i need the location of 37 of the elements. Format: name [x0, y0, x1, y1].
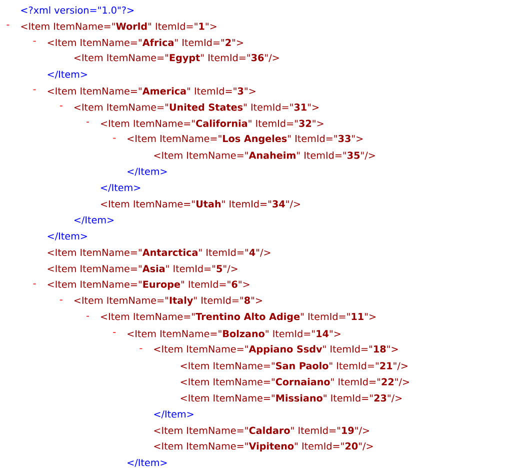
code-line: <Item ItemName="Africa" ItemId="2">: [48, 38, 243, 46]
code-line: <Item ItemName="San Paolo" ItemId="21"/>: [180, 362, 408, 370]
code-line: </Item>: [74, 216, 114, 224]
collapse-marker: -: [140, 348, 142, 350]
code-line: <Item ItemName="Caldaro" ItemId="19"/>: [154, 426, 369, 435]
collapse-marker: -: [33, 40, 36, 42]
code-line: <Item ItemName="World" ItemId="1">: [21, 22, 216, 30]
code-line: </Item>: [101, 184, 140, 192]
collapse-marker: -: [113, 332, 116, 333]
code-line: <Item ItemName="Italy" ItemId="8">: [74, 296, 262, 306]
code-line: <Item ItemName="Appiano Ssdv" ItemId="18">: [154, 345, 398, 354]
code-line: <Item ItemName="Bolzano" ItemId="14">: [128, 330, 340, 338]
collapse-marker: -: [86, 316, 89, 317]
code-line: <Item ItemName="United States" ItemId="31">: [74, 103, 318, 111]
code-line: <Item ItemName="America" ItemId="3">: [48, 87, 256, 95]
code-line: <Item ItemName="Cornaiano" ItemId="22"/>: [180, 378, 409, 386]
code-line: </Item>: [48, 232, 87, 240]
collapse-marker: -: [113, 138, 116, 139]
code-line: <Item ItemName="Antarctica" ItemId="4"/>: [48, 248, 270, 257]
collapse-marker: -: [86, 122, 89, 123]
collapse-marker: -: [33, 89, 36, 90]
code-line: <Item ItemName="Asia" ItemId="5"/>: [48, 264, 238, 273]
code-line: <?xml version="1.0"?>: [21, 6, 134, 14]
code-line: <Item ItemName="Egypt" ItemId="36"/>: [74, 54, 279, 64]
code-line: <Item ItemName="Missiano" ItemId="23"/>: [180, 394, 402, 402]
code-line: <Item ItemName="California" ItemId="32">: [101, 120, 324, 128]
code-line: <Item ItemName="Anaheim" ItemId="35"/>: [154, 152, 375, 160]
code-line: </Item>: [154, 410, 194, 418]
code-line: </Item>: [128, 168, 167, 176]
collapse-marker: -: [6, 24, 10, 26]
code-line: <Item ItemName="Trentino Alto Adige" ItemId="11">: [101, 312, 376, 322]
code-line: <Item ItemName="Utah" ItemId="34"/>: [101, 200, 300, 208]
code-line: <Item ItemName="Los Angeles" ItemId="33">: [128, 134, 363, 144]
code-line: <Item ItemName="Vipiteno" ItemId="20"/>: [154, 442, 373, 452]
code-line: </Item>: [48, 70, 87, 79]
code-line: </Item>: [128, 459, 167, 467]
code-line: <Item ItemName="Europe" ItemId="6">: [48, 280, 250, 290]
